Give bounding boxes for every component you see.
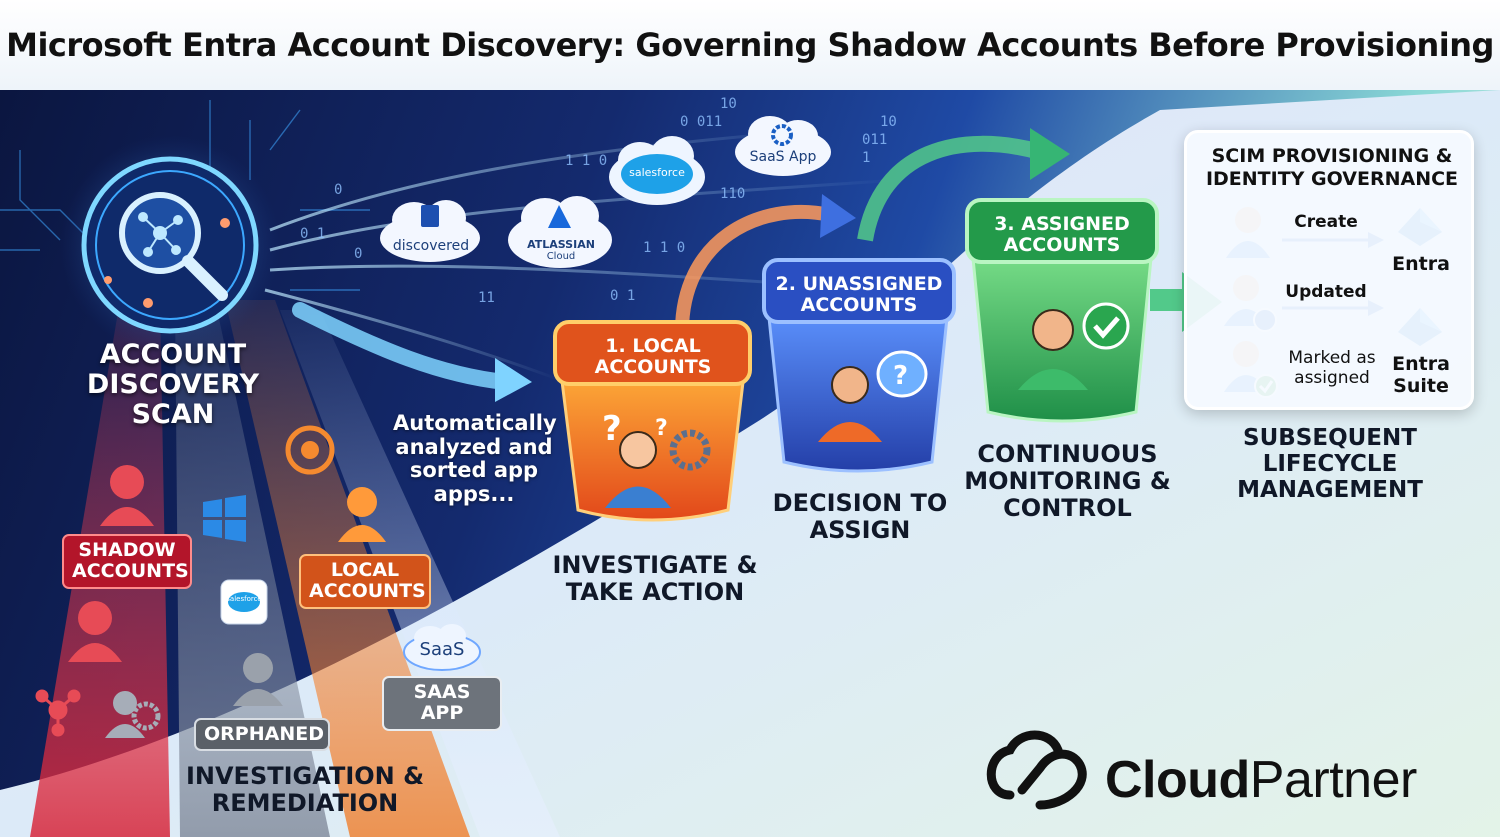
svg-text:?: ? <box>655 416 668 441</box>
orphaned-tag: ORPHANED <box>194 718 330 752</box>
auto-analyzed-text: Automatically analyzed and sorted app ap… <box>393 411 557 506</box>
svg-text:1: 1 <box>862 150 870 166</box>
svg-text:1 1 0: 1 1 0 <box>565 153 607 169</box>
unassigned-accounts-title: 2. UNASSIGNED ACCOUNTS <box>775 273 943 317</box>
svg-text:0: 0 <box>354 246 362 262</box>
svg-text:?: ? <box>893 361 908 391</box>
svg-text:110: 110 <box>720 186 745 202</box>
atlassian-logo <box>548 205 571 228</box>
account-discovery-scan-label: ACCOUNT DISCOVERY SCAN <box>86 339 260 431</box>
local-user-icon <box>338 487 386 542</box>
header-bar: Microsoft Entra Account Discovery: Gover… <box>0 0 1500 90</box>
confused-person-icon <box>619 431 657 469</box>
scim-provisioning-panel: SCIM PROVISIONING & IDENTITY GOVERNANCE <box>1184 130 1474 410</box>
brand-regular: Partner <box>1249 751 1418 809</box>
salesforce-cloud <box>609 136 705 205</box>
question-bubble-icon <box>876 350 928 398</box>
svg-text:11: 11 <box>478 290 495 306</box>
svg-text:011: 011 <box>862 132 887 148</box>
saas-app-cloud <box>735 116 831 176</box>
page-title: Microsoft Entra Account Discovery: Gover… <box>6 26 1494 64</box>
cloudpartner-brand: CloudPartner <box>1105 750 1417 810</box>
orphaned-user-icon <box>233 653 283 706</box>
cloudpartner-logo-icon <box>986 730 1087 810</box>
saas-cloud-icon <box>403 624 481 671</box>
salesforce-app-label: salesforce <box>226 595 262 603</box>
app-glyph-icon <box>285 425 335 475</box>
svg-text:1 1 0: 1 1 0 <box>643 240 685 256</box>
shadow-user-icon <box>100 465 154 526</box>
shadow-accounts-tag: SHADOW ACCOUNTS <box>62 534 192 589</box>
svg-text:?: ? <box>602 409 622 449</box>
person-icon <box>1032 309 1074 351</box>
svg-text:0 1: 0 1 <box>610 288 635 304</box>
svg-text:10: 10 <box>880 114 897 130</box>
windows-icon <box>203 495 246 542</box>
entra-suite-target-label: Entra Suite <box>1392 353 1450 397</box>
assigned-accounts-bucket <box>965 198 1159 423</box>
gear-icon <box>669 429 711 471</box>
svg-text:10: 10 <box>720 96 737 112</box>
investigate-caption: INVESTIGATE & TAKE ACTION <box>552 551 758 606</box>
local-accounts-tag: LOCAL ACCOUNTS <box>299 554 431 609</box>
investigation-remediation-caption: INVESTIGATION & REMEDIATION <box>185 762 425 817</box>
assigned-accounts-title: 3. ASSIGNED ACCOUNTS <box>994 213 1130 257</box>
saas-app-cloud-label: SaaS App <box>749 149 817 165</box>
diagram-stage: 10 0 011 1 1 0 0 0 1 110 1 1 0 0 11 0 1 … <box>0 90 1500 837</box>
user-settings-icon <box>105 691 161 738</box>
atlassian-cloud-sublabel: Cloud <box>546 251 576 262</box>
salesforce-app-icon <box>220 579 268 625</box>
saas-app-tag: SAAS APP <box>382 676 502 731</box>
local-accounts-title: 1. LOCAL ACCOUNTS <box>594 335 712 379</box>
lifecycle-caption: SUBSEQUENT LIFECYCLE MANAGEMENT <box>1237 425 1423 503</box>
updated-action-label: Updated <box>1285 282 1367 302</box>
shadow-user-icon <box>68 601 122 662</box>
brand-bold: Cloud <box>1105 751 1250 809</box>
marked-assigned-action-label: Marked as assigned <box>1288 348 1376 388</box>
person-icon <box>831 366 869 404</box>
local-accounts-bucket: ? ? <box>553 320 752 522</box>
entra-target-label: Entra <box>1392 253 1450 275</box>
checkmark-icon <box>1082 302 1130 350</box>
monitoring-caption: CONTINUOUS MONITORING & CONTROL <box>964 440 1171 522</box>
atlassian-cloud <box>508 196 612 268</box>
discovered-cloud <box>380 200 480 262</box>
document-icon <box>421 205 439 227</box>
unassigned-accounts-bucket: ? <box>762 258 956 473</box>
svg-text:0 011: 0 011 <box>680 114 722 130</box>
decision-caption: DECISION TO ASSIGN <box>772 489 948 544</box>
gear-icon <box>771 124 793 146</box>
svg-text:0 1: 0 1 <box>300 226 325 242</box>
panel-title: SCIM PROVISIONING & IDENTITY GOVERNANCE <box>1205 145 1459 190</box>
atlassian-cloud-label: ATLASSIAN <box>527 238 595 251</box>
salesforce-cloud-label: salesforce <box>629 166 685 179</box>
magnifier-icon <box>119 192 228 301</box>
saas-cloud-label: SaaS <box>419 639 465 660</box>
discovered-cloud-label: discovered <box>392 238 470 254</box>
svg-text:0: 0 <box>334 182 342 198</box>
network-icon <box>35 689 81 737</box>
create-action-label: Create <box>1294 212 1358 232</box>
